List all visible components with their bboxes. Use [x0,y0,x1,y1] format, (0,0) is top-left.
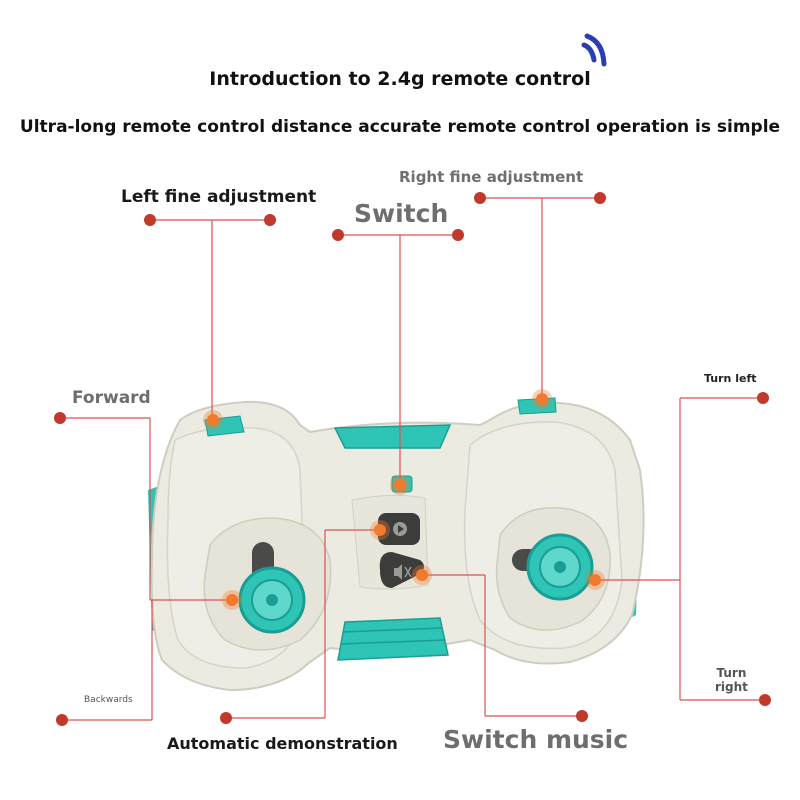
label-automatic-demonstration: Automatic demonstration [167,734,398,753]
label-turn-right-line1: Turn [716,666,747,680]
label-forward: Forward [72,388,151,408]
hotspot-auto-demo [370,520,390,540]
hotspot-left-joystick [222,590,242,610]
label-left-fine-adjustment: Left fine adjustment [121,187,317,207]
hotspot-right-joystick [585,570,605,590]
label-turn-right-line2: right [715,680,748,694]
hotspot-right-fine [532,389,552,409]
right-joystick-center [554,561,566,573]
bottom-grille [337,617,449,661]
hotspot-left-fine [203,410,223,430]
page-subtitle: Ultra-long remote control distance accur… [19,117,781,137]
top-window [333,424,452,449]
hotspot-music [412,565,432,585]
hotspots [203,389,605,610]
label-turn-left: Turn left [704,372,757,385]
hotspot-switch [390,475,410,495]
mute-icon [394,564,412,580]
left-joystick-center [266,594,278,606]
label-switch: Switch [354,199,449,228]
label-switch-music: Switch music [443,725,629,754]
label-turn-right: Turn right [715,666,748,694]
wifi-signal-icon [581,33,607,67]
page-title: Introduction to 2.4g remote control [209,68,591,90]
label-right-fine-adjustment: Right fine adjustment [399,168,584,186]
remote-control [148,397,645,692]
leader-endpoints [54,192,771,726]
label-backwards: Backwards [84,695,133,705]
leader-lines [60,197,765,721]
